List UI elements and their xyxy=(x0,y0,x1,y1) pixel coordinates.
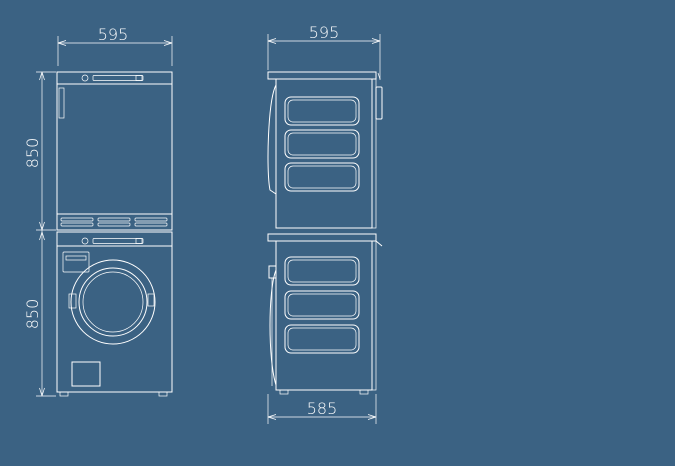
dryer-height-label: 850 xyxy=(23,138,42,169)
dryer-front xyxy=(56,71,173,231)
height-dimensions: 850 850 xyxy=(23,71,56,397)
side-view: 595 xyxy=(267,23,383,424)
front-width-label: 595 xyxy=(98,25,129,44)
washer-height-label: 850 xyxy=(23,299,42,330)
side-depth-top-dimension: 595 xyxy=(267,23,381,80)
dryer-side xyxy=(267,71,383,229)
side-depth-top-label: 595 xyxy=(309,23,340,42)
washer-side xyxy=(267,233,383,395)
washer-front xyxy=(56,231,173,397)
front-view: 595 850 850 xyxy=(23,25,173,397)
side-depth-bottom-label: 585 xyxy=(307,399,338,418)
front-width-dimension: 595 xyxy=(57,25,173,66)
side-depth-bottom-dimension: 585 xyxy=(267,394,377,424)
